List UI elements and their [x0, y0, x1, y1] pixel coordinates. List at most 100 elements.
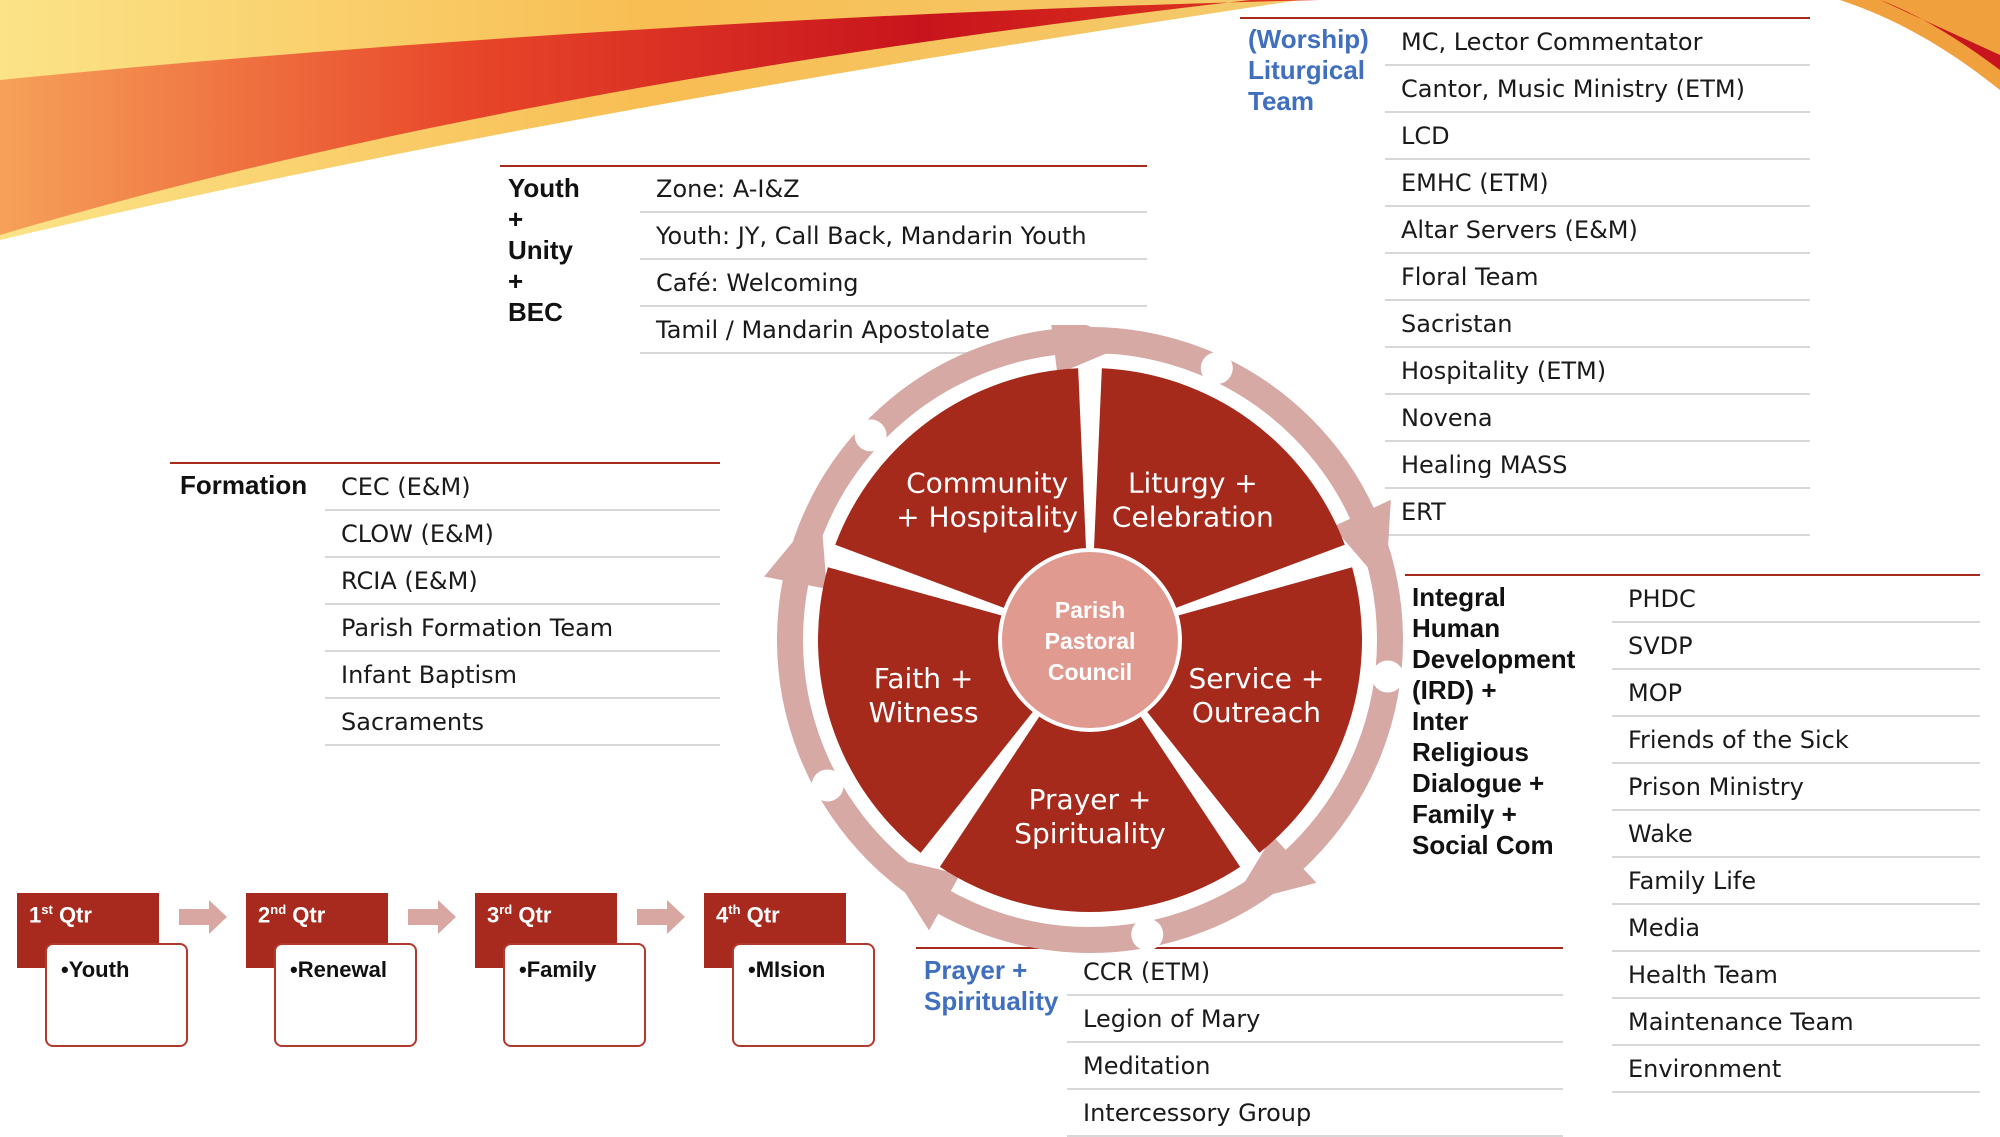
list-item-label: Infant Baptism [341, 661, 518, 689]
cycle-arrowhead [1051, 325, 1132, 374]
list-item-label: Tamil / Mandarin Apostolate [656, 316, 990, 344]
quarter-focus-item: •Youth [61, 957, 130, 982]
list-item: Legion of Mary [1067, 996, 1563, 1043]
list-item-label: Wake [1628, 820, 1693, 848]
list-item: Media [1612, 905, 1980, 952]
list-item: Wake [1612, 811, 1980, 858]
list-item-label: Hospitality (ETM) [1401, 357, 1607, 385]
segment-label-line1: Service + [1189, 662, 1325, 695]
list-item: Infant Baptism [325, 652, 720, 699]
ring-gap [854, 419, 887, 452]
ird-group-rule [1405, 574, 1980, 576]
youth-group-rule [500, 165, 1147, 167]
list-item: PHDC [1612, 576, 1980, 623]
list-item-label: Sacristan [1401, 310, 1513, 338]
cycle-segment [1090, 368, 1345, 640]
list-item-label: Prison Ministry [1628, 773, 1804, 801]
list-item-label: Friends of the Sick [1628, 726, 1849, 754]
list-item: Zone: A-I&Z [640, 166, 1147, 213]
list-item-label: CLOW (E&M) [341, 520, 494, 548]
quarter-focus-box: •Youth [45, 943, 188, 1047]
cycle-arrowhead [1332, 499, 1391, 588]
cycle-segment [939, 640, 1241, 913]
list-item: CCR (ETM) [1067, 949, 1563, 996]
list-item: Parish Formation Team [325, 605, 720, 652]
list-item: Café: Welcoming [640, 260, 1147, 307]
prayer-group-rule [916, 947, 1563, 949]
list-item-label: Healing MASS [1401, 451, 1568, 479]
list-item: Intercessory Group [1067, 1090, 1563, 1137]
list-item: RCIA (E&M) [325, 558, 720, 605]
cycle-segment [835, 368, 1090, 640]
list-item-label: Cantor, Music Ministry (ETM) [1401, 75, 1745, 103]
list-item: Healing MASS [1385, 442, 1810, 489]
segment-label-line1: Liturgy + [1128, 466, 1258, 499]
formation-title: Formation [180, 470, 308, 500]
liturgical-team-title: (Worship) Liturgical Team [1248, 24, 1369, 116]
list-item-label: Altar Servers (E&M) [1401, 216, 1638, 244]
list-item: CLOW (E&M) [325, 511, 720, 558]
list-item-label: Sacraments [341, 708, 484, 736]
list-item-label: PHDC [1628, 585, 1696, 613]
quarter-focus-box: •Renewal [274, 943, 417, 1047]
list-item: Health Team [1612, 952, 1980, 999]
list-item-label: Parish Formation Team [341, 614, 614, 642]
next-quarter-arrow-icon [637, 900, 685, 934]
segment-label-line2: Witness [869, 696, 979, 729]
list-item: Environment [1612, 1046, 1980, 1093]
cycle-arrowhead [1230, 836, 1317, 905]
next-quarter-arrow-icon [408, 900, 456, 934]
quarter-focus-item: •Family [519, 957, 597, 982]
list-item: Meditation [1067, 1043, 1563, 1090]
ird-title: Integral Human Development (IRD) + Inter… [1412, 582, 1576, 860]
formation-items-list: CEC (E&M)CLOW (E&M)RCIA (E&M)Parish Form… [325, 464, 720, 746]
quarter-label: 1st Qtr [29, 902, 92, 928]
ring-gap [1200, 352, 1233, 385]
quarter-label: 3rd Qtr [487, 902, 552, 928]
list-item: Cantor, Music Ministry (ETM) [1385, 66, 1810, 113]
list-item-label: Novena [1401, 404, 1493, 432]
segment-label-line1: Community [906, 466, 1068, 499]
segment-label-line1: Prayer + [1029, 783, 1152, 816]
list-item: Prison Ministry [1612, 764, 1980, 811]
list-item-label: Health Team [1628, 961, 1778, 989]
ring-gap [1131, 918, 1164, 951]
segment-label-line2: Spirituality [1014, 817, 1166, 850]
list-item: Novena [1385, 395, 1810, 442]
list-item-label: RCIA (E&M) [341, 567, 478, 595]
quarter-label: 2nd Qtr [258, 902, 326, 928]
list-item: Friends of the Sick [1612, 717, 1980, 764]
quarter-label: 4th Qtr [716, 902, 780, 928]
list-item: Sacraments [325, 699, 720, 746]
list-item-label: Floral Team [1401, 263, 1539, 291]
list-item: LCD [1385, 113, 1810, 160]
list-item-label: Zone: A-I&Z [656, 175, 800, 203]
list-item-label: EMHC (ETM) [1401, 169, 1549, 197]
ring-gap [811, 769, 844, 802]
list-item: MC, Lector Commentator [1385, 19, 1810, 66]
formation-group-rule [170, 462, 720, 464]
list-item-label: Media [1628, 914, 1701, 942]
hub-label: Pastoral [1045, 628, 1136, 654]
list-item-label: Meditation [1083, 1052, 1211, 1080]
next-quarter-arrow-icon [179, 900, 227, 934]
quarter-focus-box: •Family [503, 943, 646, 1047]
list-item-label: Legion of Mary [1083, 1005, 1261, 1033]
youth-unity-bec-title: Youth + Unity + BEC [508, 173, 580, 327]
list-item: SVDP [1612, 623, 1980, 670]
list-item-label: Maintenance Team [1628, 1008, 1854, 1036]
list-item: Sacristan [1385, 301, 1810, 348]
list-item-label: ERT [1401, 498, 1446, 526]
list-item: ERT [1385, 489, 1810, 536]
list-item-label: Family Life [1628, 867, 1757, 895]
list-item: EMHC (ETM) [1385, 160, 1810, 207]
segment-label-line2: + Hospitality [896, 500, 1078, 533]
quarter-focus-box: •MIsion [732, 943, 875, 1047]
list-item: Hospitality (ETM) [1385, 348, 1810, 395]
liturgical-group-rule [1240, 17, 1810, 19]
